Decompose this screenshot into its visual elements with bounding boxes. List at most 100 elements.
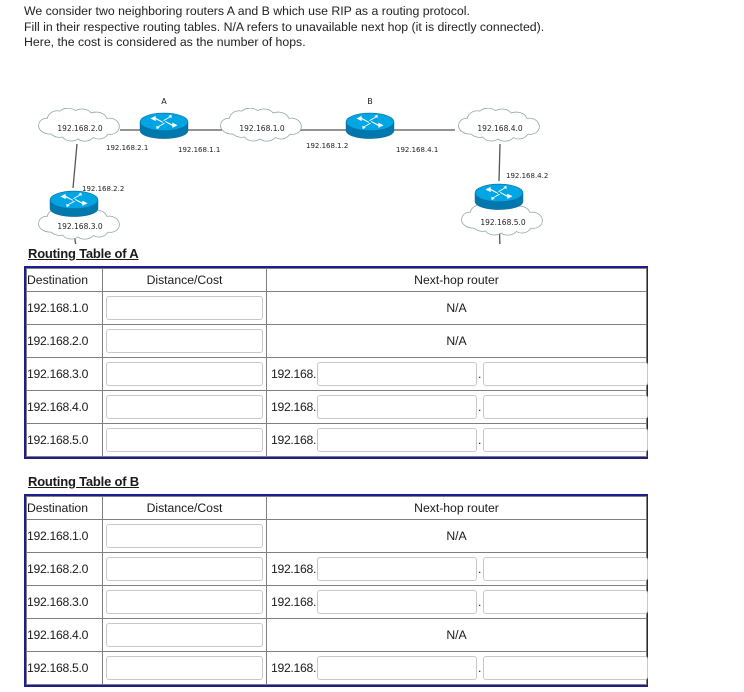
cost-input[interactable]	[106, 362, 263, 386]
distance-cost-cell	[102, 357, 267, 391]
cloud-192-168-5-0: 192.168.5.0	[461, 202, 543, 236]
next-hop-na-label: N/A	[266, 291, 647, 325]
column-header-destination: Destination	[26, 268, 103, 292]
table-row: 192.168.1.0 N/A	[26, 519, 647, 553]
next-hop-octet4-input[interactable]	[483, 428, 649, 452]
router-a-label: A	[161, 97, 167, 106]
destination-cell: 192.168.3.0	[26, 585, 103, 619]
cloud-label: 192.168.1.0	[239, 124, 285, 133]
cost-input[interactable]	[106, 590, 263, 614]
destination-cell: 192.168.4.0	[26, 390, 103, 424]
distance-cost-cell	[102, 618, 267, 652]
column-header-distance-cost: Distance/Cost	[102, 496, 267, 520]
next-hop-cell: 192.168..	[266, 423, 649, 457]
table-row: 192.168.5.0 192.168..	[26, 651, 649, 685]
next-hop-cell: 192.168..	[266, 651, 649, 685]
cloud-192-168-1-0: 192.168.1.0	[220, 108, 302, 142]
cloud-192-168-4-0: 192.168.4.0	[458, 108, 540, 142]
destination-cell: 192.168.4.0	[26, 618, 103, 652]
router-b-label: B	[367, 97, 373, 106]
router-a-icon: A	[139, 97, 189, 139]
cloud-label: 192.168.2.0	[57, 124, 103, 133]
destination-cell: 192.168.1.0	[26, 519, 103, 553]
next-hop-octet3-input[interactable]	[317, 362, 478, 386]
next-hop-octet4-input[interactable]	[483, 590, 649, 614]
instruction-line-3: Here, the cost is considered as the numb…	[24, 35, 306, 49]
iface-192-168-2-1: 192.168.2.1	[106, 144, 148, 152]
next-hop-na-label: N/A	[266, 519, 647, 553]
table-row: 192.168.5.0 192.168..	[26, 423, 649, 457]
destination-cell: 192.168.5.0	[26, 651, 103, 685]
table-header-row: Destination Distance/Cost Next-hop route…	[26, 496, 647, 520]
next-hop-octet3-input[interactable]	[317, 656, 478, 680]
column-header-next-hop-router: Next-hop router	[266, 496, 647, 520]
cost-input[interactable]	[106, 656, 263, 680]
destination-cell: 192.168.1.0	[26, 291, 103, 325]
next-hop-dot-separator: .	[478, 367, 482, 381]
next-hop-octet4-input[interactable]	[483, 395, 649, 419]
cloud-192-168-3-0: 192.168.3.0	[38, 206, 120, 240]
next-hop-octet3-input[interactable]	[317, 428, 478, 452]
distance-cost-cell	[102, 552, 267, 586]
column-header-distance-cost: Distance/Cost	[102, 268, 267, 292]
next-hop-octet3-input[interactable]	[317, 395, 478, 419]
next-hop-octet4-input[interactable]	[483, 656, 649, 680]
next-hop-na-label: N/A	[266, 618, 647, 652]
destination-cell: 192.168.2.0	[26, 324, 103, 358]
next-hop-cell: 192.168..	[266, 357, 649, 391]
next-hop-prefix-label: 192.168.	[271, 400, 317, 414]
cost-input[interactable]	[106, 524, 263, 548]
distance-cost-cell	[102, 324, 267, 358]
column-header-next-hop-router: Next-hop router	[266, 268, 647, 292]
next-hop-prefix-label: 192.168.	[271, 562, 317, 576]
iface-192-168-4-2: 192.168.4.2	[506, 172, 548, 180]
next-hop-octet3-input[interactable]	[317, 557, 478, 581]
table-row: 192.168.2.0 N/A	[26, 324, 647, 358]
next-hop-prefix-label: 192.168.	[271, 661, 317, 675]
cost-input[interactable]	[106, 623, 263, 647]
cost-input[interactable]	[106, 296, 263, 320]
table-row: 192.168.4.0 N/A	[26, 618, 647, 652]
cloud-label: 192.168.5.0	[480, 218, 526, 227]
instruction-line-1: We consider two neighboring routers A an…	[24, 4, 470, 18]
distance-cost-cell	[102, 291, 267, 325]
destination-cell: 192.168.3.0	[26, 357, 103, 391]
cost-input[interactable]	[106, 428, 263, 452]
distance-cost-cell	[102, 423, 267, 457]
router-c-icon	[49, 190, 99, 217]
routing-table-a-heading: Routing Table of A	[28, 246, 139, 261]
cloud-label: 192.168.4.0	[477, 124, 523, 133]
next-hop-cell: 192.168..	[266, 552, 649, 586]
next-hop-na-label: N/A	[266, 324, 647, 358]
next-hop-dot-separator: .	[478, 661, 482, 675]
cost-input[interactable]	[106, 329, 263, 353]
exercise-instructions: We consider two neighboring routers A an…	[24, 4, 724, 51]
cost-input[interactable]	[106, 395, 263, 419]
cloud-label: 192.168.3.0	[57, 222, 103, 231]
network-topology-diagram: 192.168.2.0 192.168.1.0 192.168.4.0 192.…	[0, 48, 700, 244]
routing-table-b: Destination Distance/Cost Next-hop route…	[24, 494, 649, 687]
destination-cell: 192.168.5.0	[26, 423, 103, 457]
column-header-destination: Destination	[26, 496, 103, 520]
table-row: 192.168.3.0 192.168..	[26, 357, 649, 391]
table-header-row: Destination Distance/Cost Next-hop route…	[26, 268, 647, 292]
routing-table-a: Destination Distance/Cost Next-hop route…	[24, 266, 649, 459]
next-hop-cell: 192.168..	[266, 390, 649, 424]
cloud-192-168-2-0: 192.168.2.0	[38, 108, 120, 142]
iface-192-168-2-2: 192.168.2.2	[82, 185, 124, 193]
next-hop-prefix-label: 192.168.	[271, 433, 317, 447]
next-hop-prefix-label: 192.168.	[271, 595, 317, 609]
next-hop-prefix-label: 192.168.	[271, 367, 317, 381]
router-d-icon	[474, 183, 524, 210]
cost-input[interactable]	[106, 557, 263, 581]
next-hop-octet3-input[interactable]	[317, 590, 478, 614]
table-row: 192.168.4.0 192.168..	[26, 390, 649, 424]
iface-192-168-1-1: 192.168.1.1	[178, 146, 220, 154]
iface-192-168-1-2: 192.168.1.2	[306, 142, 348, 150]
next-hop-octet4-input[interactable]	[483, 362, 649, 386]
next-hop-octet4-input[interactable]	[483, 557, 649, 581]
next-hop-dot-separator: .	[478, 562, 482, 576]
instruction-line-2: Fill in their respective routing tables.…	[24, 19, 545, 34]
